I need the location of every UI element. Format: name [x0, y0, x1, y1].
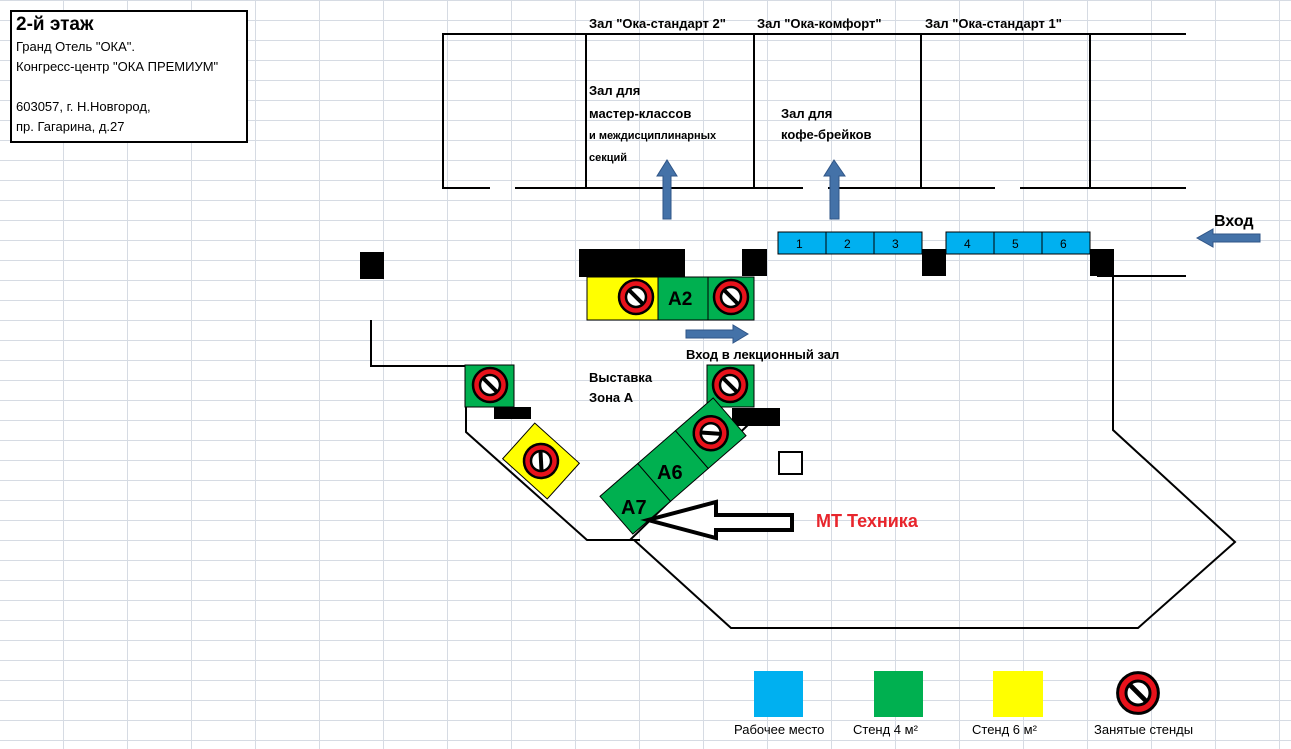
legend-swatch-stand-6m2 [993, 671, 1043, 717]
pillar [922, 249, 946, 276]
pillars [360, 249, 1114, 426]
workplace-label-3: 3 [892, 237, 899, 251]
stand-label-a7: A7 [621, 497, 647, 519]
hall-title-standard-1: Зал "Ока-стандарт 1" [925, 16, 1062, 31]
legend-occupied-icon [1118, 673, 1159, 714]
master-class-room-line-1: Зал для [589, 83, 640, 98]
pillar [1090, 249, 1114, 276]
company-label: МТ Техника [816, 511, 919, 531]
hotel-name: Гранд Отель "ОКА". [16, 39, 136, 54]
hall-title-comfort: Зал "Ока-комфорт" [757, 16, 882, 31]
occupied-icon [617, 278, 655, 316]
stand-strip-a6-a7 [599, 397, 747, 535]
arrow-right-lecture [685, 324, 749, 344]
legend: Рабочее место Стенд 4 м² Стенд 6 м² Заня… [734, 671, 1193, 737]
legend-label-occupied: Занятые стенды [1094, 722, 1193, 737]
direction-arrows [656, 159, 1261, 344]
occupied-icon [711, 366, 749, 404]
workplace-label-6: 6 [1060, 237, 1067, 251]
arrow-left-entrance [1195, 228, 1261, 248]
pillar [360, 252, 384, 279]
master-class-room-line-2: мастер-классов [589, 106, 691, 121]
arrow-up-master-class [656, 159, 678, 220]
address-line-2: пр. Гагарина, д.27 [16, 119, 125, 134]
stand-a2[interactable] [657, 276, 709, 321]
workplace-label-2: 2 [844, 237, 851, 251]
master-class-room-line-4: секций [589, 152, 627, 164]
pillar [494, 407, 531, 419]
stand-label-a2: A2 [668, 289, 692, 310]
stand-label-a6: A6 [657, 462, 683, 484]
master-class-room-line-3: и междисциплинарных [589, 130, 717, 142]
occupied-icon [471, 366, 509, 404]
coffee-room-line-2: кофе-брейков [781, 127, 872, 142]
venue-info-box: 2-й этаж Гранд Отель "ОКА". Конгресс-цен… [10, 10, 248, 143]
zone-label-line-2: Зона А [589, 390, 634, 405]
workplace-label-4: 4 [964, 237, 971, 251]
legend-label-stand-6m2: Стенд 6 м² [972, 722, 1038, 737]
workplace-label-5: 5 [1012, 237, 1019, 251]
pillar [732, 408, 780, 426]
arrow-up-coffee-break [823, 159, 846, 220]
address-line-1: 603057, г. Н.Новгород, [16, 99, 151, 114]
small-square-marker [778, 451, 803, 475]
legend-label-stand-4m2: Стенд 4 м² [853, 722, 919, 737]
entrance-label: Вход [1214, 213, 1254, 230]
occupied-icon [712, 278, 750, 316]
stand-6m2-rotated-group [501, 422, 581, 500]
pillar [742, 249, 767, 276]
workplaces: 1 2 3 4 5 6 [777, 231, 1091, 255]
stand-row-a2: A2 [586, 276, 755, 321]
workplace-3[interactable] [873, 231, 923, 255]
company-pointer-arrow [640, 499, 794, 541]
legend-swatch-stand-4m2 [874, 671, 923, 717]
pillar [579, 249, 685, 277]
zone-label-line-1: Выставка [589, 370, 653, 385]
hall-walls [442, 33, 1186, 189]
congress-center-name: Конгресс-центр "ОКА ПРЕМИУМ" [16, 59, 219, 74]
legend-label-workplace: Рабочее место [734, 722, 824, 737]
legend-swatch-workplace [754, 671, 803, 717]
coffee-room-line-1: Зал для [781, 106, 832, 121]
workplace-6[interactable] [1041, 231, 1091, 255]
floor-title: 2-й этаж [16, 14, 94, 35]
hall-title-standard-2: Зал "Ока-стандарт 2" [589, 16, 726, 31]
lecture-entrance-label: Вход в лекционный зал [686, 347, 839, 362]
workplace-label-1: 1 [796, 237, 803, 251]
